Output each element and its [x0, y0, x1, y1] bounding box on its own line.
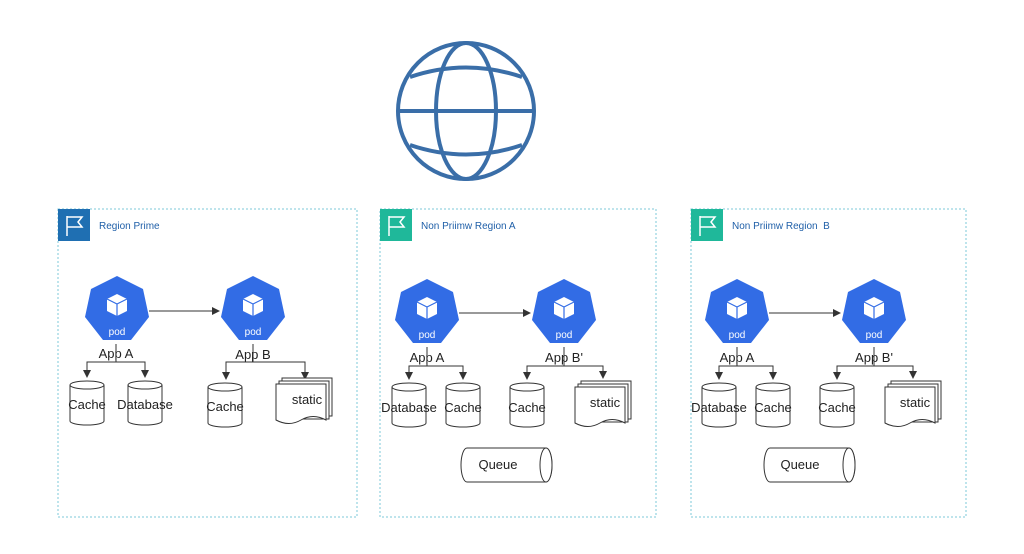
multi-document-icon — [884, 380, 942, 427]
flag-icon — [388, 216, 406, 236]
connector-arrow — [427, 365, 467, 380]
pod-app-a: pod — [395, 279, 459, 343]
region-boundary — [379, 208, 657, 518]
cylinder-icon — [819, 382, 855, 428]
pod-label: pod — [866, 330, 883, 341]
cylinder-icon — [445, 382, 481, 428]
flag-icon-background — [58, 209, 90, 241]
store-label: static — [900, 395, 931, 410]
queue-label: Queue — [478, 457, 517, 472]
store-label: Database — [691, 400, 747, 415]
flag-icon — [66, 216, 84, 236]
connector-arrow — [874, 365, 917, 379]
kubernetes-pod-icon — [416, 297, 438, 319]
pod-app-b: pod — [221, 276, 285, 340]
kubernetes-pod-icon — [863, 297, 885, 319]
horizontal-cylinder-icon — [763, 447, 856, 483]
region-title: Non Priimw Region A — [421, 221, 516, 232]
cylinder-icon — [391, 382, 427, 428]
kubernetes-pod-icon — [553, 297, 575, 319]
pod-app-b-prime: pod — [532, 279, 596, 343]
pod-label: pod — [419, 330, 436, 341]
kubernetes-pod-icon — [106, 294, 128, 316]
store-label: Cache — [444, 400, 482, 415]
store-label: Cache — [754, 400, 792, 415]
region-boundary — [57, 208, 358, 518]
pod-app-b-prime: pod — [842, 279, 906, 343]
connector-arrow — [116, 361, 149, 378]
pod-app-a: pod — [85, 276, 149, 340]
pod-label: pod — [109, 327, 126, 338]
multi-document-icon — [275, 377, 333, 424]
connector-arrow — [737, 365, 777, 380]
region-non-prime-a: Non Priimw Region A pod App A pod App B' — [379, 208, 657, 518]
store-label: Cache — [206, 399, 244, 414]
region-non-prime-b: Non Priimw Region B pod App A pod App B' — [690, 208, 967, 518]
flag-icon-background — [691, 209, 723, 241]
flag-icon — [699, 216, 717, 236]
cylinder-icon — [509, 382, 545, 428]
horizontal-cylinder-icon — [460, 447, 553, 483]
flag-icon-background — [380, 209, 412, 241]
cylinder-icon — [755, 382, 791, 428]
connector-arrow — [833, 347, 875, 380]
store-label: Cache — [508, 400, 546, 415]
pod-label: pod — [556, 330, 573, 341]
region-title: Region Prime — [99, 221, 160, 232]
region-prime: Region Prime pod App A pod App B — [57, 208, 358, 518]
kubernetes-pod-icon — [726, 297, 748, 319]
cylinder-icon — [701, 382, 737, 428]
connector-arrow — [83, 344, 117, 378]
connector-arrow — [523, 347, 565, 380]
connector-arrow — [405, 347, 428, 380]
store-label: Cache — [818, 400, 856, 415]
store-label: static — [590, 395, 621, 410]
store-label: Database — [381, 400, 437, 415]
queue-label: Queue — [780, 457, 819, 472]
store-label: static — [292, 392, 323, 407]
cylinder-icon — [127, 380, 163, 426]
connector-arrow — [564, 365, 607, 379]
cylinder-icon — [69, 380, 105, 426]
kubernetes-pod-icon — [242, 294, 264, 316]
pod-app-a: pod — [705, 279, 769, 343]
globe-icon — [396, 41, 536, 181]
cylinder-icon — [207, 382, 243, 428]
multi-document-icon — [574, 380, 632, 427]
store-label: Database — [117, 397, 173, 412]
pod-label: pod — [245, 327, 262, 338]
store-label: Cache — [68, 397, 106, 412]
region-title: Non Priimw Region B — [732, 221, 830, 232]
connector-arrow — [715, 347, 738, 380]
connector-arrow — [222, 344, 254, 380]
connector-arrow — [253, 361, 309, 380]
pod-label: pod — [729, 330, 746, 341]
region-boundary — [690, 208, 967, 518]
